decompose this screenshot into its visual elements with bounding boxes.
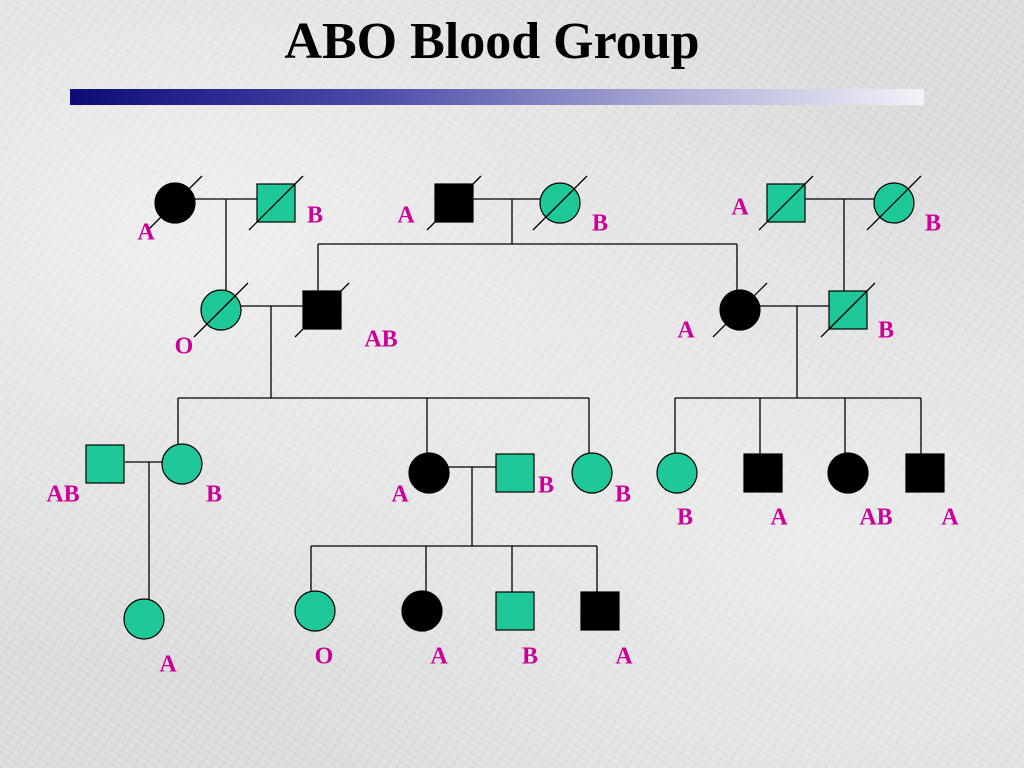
deceased-slash [294,282,350,338]
blood-type-label-g3a: AB [46,481,80,508]
blood-type-label-g2a: O [174,333,194,360]
male-square-g4e [580,591,620,631]
blood-type-label-g3f: B [676,504,694,531]
blood-type-label-g3c: A [391,481,409,508]
deceased-slash [866,175,922,231]
blood-type-label-g3g: A [770,504,788,531]
male-square-g3a [85,444,125,484]
blood-type-label-g3b: B [205,481,223,508]
deceased-slash [193,282,249,338]
female-symbol [827,452,869,494]
female-symbol [571,452,613,494]
blood-type-label-g2b: AB [364,326,398,353]
male-symbol [85,444,125,484]
blood-type-label-g3e: B [614,481,632,508]
male-symbol [580,591,620,631]
female-circle-g3f [656,452,698,494]
male-symbol [495,453,535,493]
deceased-slash [426,175,482,231]
slide-title: ABO Blood Group [284,13,700,70]
male-square-g3i [905,453,945,493]
male-symbol [495,591,535,631]
female-circle-g4b [294,590,336,632]
male-square-g2d [820,282,876,338]
female-circle-g3b [161,443,203,485]
female-circle-g4a [123,598,165,640]
blood-type-label-g3d: B [537,472,555,499]
blood-type-label-g2c: A [677,317,695,344]
male-square-g1c [426,175,482,231]
title-underline-bar [70,89,924,105]
blood-type-label-g1e: A [731,194,749,221]
female-circle-g3e [571,452,613,494]
male-square-g3g [743,453,783,493]
male-symbol [905,453,945,493]
female-circle-g2a [193,282,249,338]
blood-type-label-g1b: B [306,202,324,229]
male-square-g3d [495,453,535,493]
deceased-slash [712,282,768,338]
female-circle-g2c [712,282,768,338]
male-square-g1b [248,175,304,231]
blood-type-label-g4d: B [521,643,539,670]
female-circle-g1f [866,175,922,231]
blood-type-label-g3h: AB [859,504,893,531]
female-symbol [656,452,698,494]
male-symbol [743,453,783,493]
blood-type-label-g4b: O [314,643,334,670]
deceased-slash [820,282,876,338]
female-symbol [161,443,203,485]
deceased-slash [758,175,814,231]
blood-type-label-g4c: A [430,643,448,670]
blood-type-label-g4a: A [159,651,177,678]
male-square-g1e [758,175,814,231]
deceased-slash [248,175,304,231]
blood-type-label-g2d: B [877,317,895,344]
female-symbol [408,452,450,494]
deceased-slash [147,175,203,231]
female-symbol [401,590,443,632]
female-circle-g3c [408,452,450,494]
blood-type-label-g4e: A [615,643,633,670]
female-symbol [294,590,336,632]
deceased-slash [532,175,588,231]
blood-type-label-g1d: B [591,210,609,237]
female-symbol [123,598,165,640]
blood-type-label-g1c: A [397,202,415,229]
blood-type-label-g3i: A [941,504,959,531]
female-circle-g4c [401,590,443,632]
female-circle-g3h [827,452,869,494]
blood-type-label-g1f: B [924,210,942,237]
female-circle-g1d [532,175,588,231]
female-circle-g1a [147,175,203,231]
blood-type-label-g1a: A [137,219,155,246]
male-square-g4d [495,591,535,631]
male-square-g2b [294,282,350,338]
